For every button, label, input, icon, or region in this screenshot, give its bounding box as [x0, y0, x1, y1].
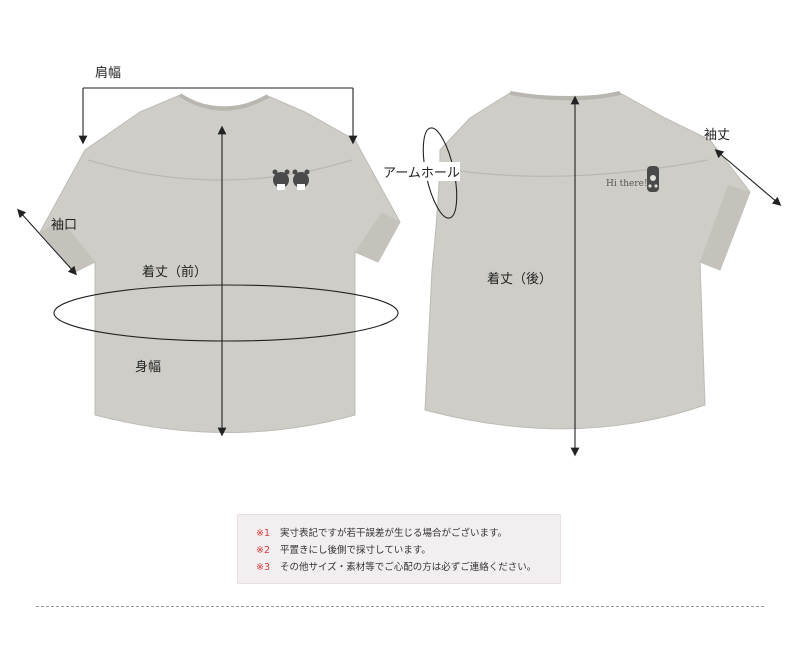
note-item: ※2 平置きにし後側で採寸しています。 [256, 542, 560, 559]
size-diagram: Hi there! [17, 87, 782, 457]
front-right-cuff [355, 212, 400, 262]
back-yoke-seam [439, 159, 709, 177]
note-mark: ※1 [256, 528, 271, 539]
back-collar [509, 91, 621, 101]
label-shoulder-width: 肩幅 [95, 66, 122, 81]
bear-print-icon [272, 169, 310, 190]
dashed-divider [36, 606, 764, 607]
note-text: 実寸表記ですが若干誤差が生じる場合がございます。 [280, 528, 508, 539]
paw-print-icon [647, 166, 659, 192]
label-cuff-width: 袖口 [51, 218, 78, 233]
notes-box: ※1 実寸表記ですが若干誤差が生じる場合がございます。 ※2 平置きにし後側で採… [237, 514, 561, 584]
body-width-ellipse [53, 284, 399, 342]
label-armhole: アームホール [383, 162, 460, 181]
sleeve-length-arrow [714, 149, 782, 206]
note-text: その他サイズ・素材等でご心配の方は必ずご連絡ください。 [280, 562, 537, 573]
shoulder-width-bracket [78, 87, 358, 145]
front-collar [178, 93, 269, 111]
label-sleeve-length: 袖丈 [704, 128, 731, 143]
back-right-cuff [700, 185, 750, 270]
front-shirt-body [39, 94, 401, 433]
back-shirt: Hi there! [424, 91, 751, 445]
note-item: ※3 その他サイズ・素材等でご心配の方は必ずご連絡ください。 [256, 559, 560, 576]
front-shirt [39, 93, 401, 433]
label-body-width: 身幅 [135, 360, 162, 375]
back-print-text: Hi there! [606, 179, 648, 189]
note-mark: ※3 [256, 562, 271, 573]
note-mark: ※2 [256, 545, 271, 556]
note-item: ※1 実寸表記ですが若干誤差が生じる場合がございます。 [256, 525, 560, 542]
note-text: 平置きにし後側で採寸しています。 [280, 545, 431, 556]
cuff-arrow [17, 208, 77, 276]
label-length-front: 着丈（前） [142, 265, 208, 280]
label-length-back: 着丈（後） [487, 272, 553, 287]
